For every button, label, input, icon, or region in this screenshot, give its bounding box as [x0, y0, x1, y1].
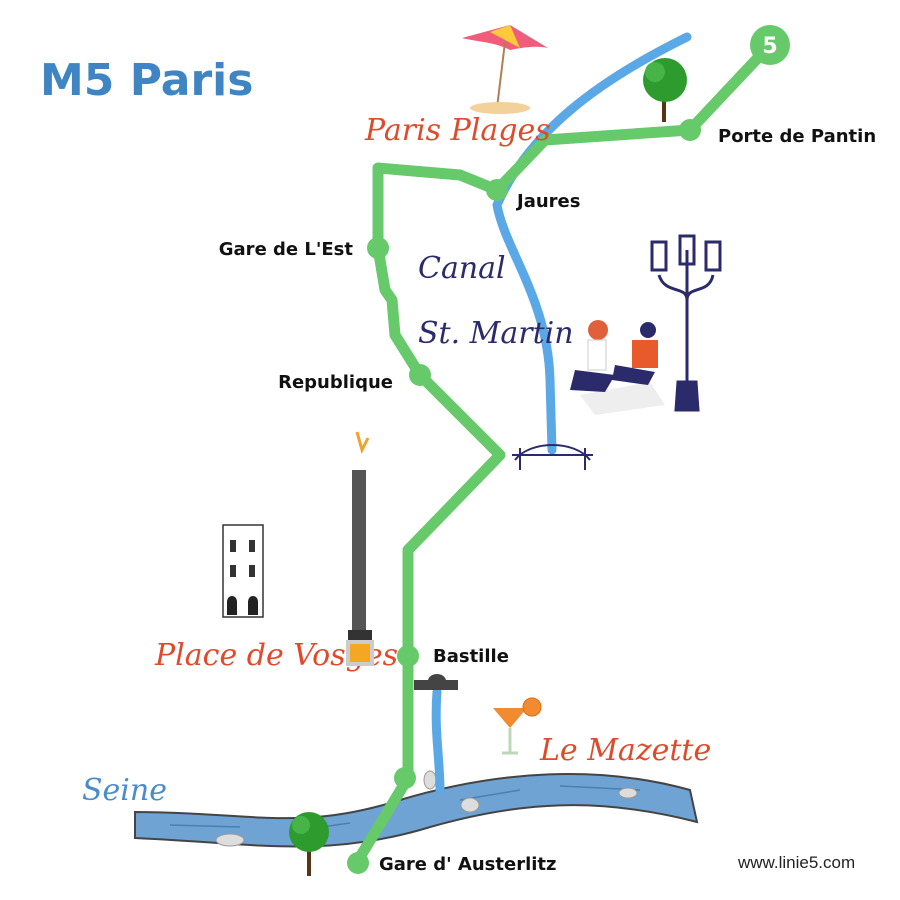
- seine-river: [134, 770, 699, 848]
- website-link[interactable]: www.linie5.com: [737, 853, 855, 872]
- bastille-tunnel-icon: [414, 674, 458, 690]
- station-dot-gare-austerlitz[interactable]: [347, 852, 369, 874]
- station-dot-gare-de-lest[interactable]: [367, 237, 389, 259]
- canal-bastille: [431, 687, 445, 795]
- cocktail-icon: [493, 697, 542, 755]
- station-label-gare-de-lest: Gare de L'Est: [219, 239, 354, 260]
- station-dot-bastille[interactable]: [397, 645, 419, 667]
- bridge-icon: [512, 444, 593, 470]
- tree-icon: [643, 58, 687, 122]
- line-number: 5: [762, 34, 777, 59]
- picnic-couple-icon: [570, 320, 665, 415]
- station-label-bastille: Bastille: [433, 646, 509, 667]
- station-label-gare-austerlitz: Gare d' Austerlitz: [379, 854, 557, 875]
- station-dot-porte-de-pantin[interactable]: [679, 119, 701, 141]
- beach-umbrella-icon: [462, 25, 548, 114]
- label-canal: Canal: [418, 251, 506, 286]
- july-column-icon: [346, 431, 374, 666]
- tree-icon: [289, 812, 329, 876]
- station-label-jaures: Jaures: [515, 191, 580, 212]
- station-dot-jaures[interactable]: [486, 179, 508, 201]
- station-label-porte-de-pantin: Porte de Pantin: [718, 126, 876, 147]
- station-dot-quai-de-la-rapee[interactable]: [394, 767, 416, 789]
- street-lamp-icon: [650, 234, 722, 412]
- line-badge[interactable]: 5: [750, 25, 790, 65]
- metro-line-5: [352, 41, 775, 865]
- label-st-martin: St. Martin: [418, 316, 574, 351]
- canal-st-martin: [492, 32, 692, 455]
- label-seine: Seine: [82, 773, 167, 808]
- station-label-republique: Republique: [278, 372, 393, 393]
- label-le-mazette: Le Mazette: [539, 733, 711, 768]
- building-place-des-vosges-icon: [222, 524, 264, 618]
- station-dot-republique[interactable]: [409, 364, 431, 386]
- map-title: M5 Paris: [40, 55, 253, 106]
- label-paris-plages: Paris Plages: [364, 113, 551, 148]
